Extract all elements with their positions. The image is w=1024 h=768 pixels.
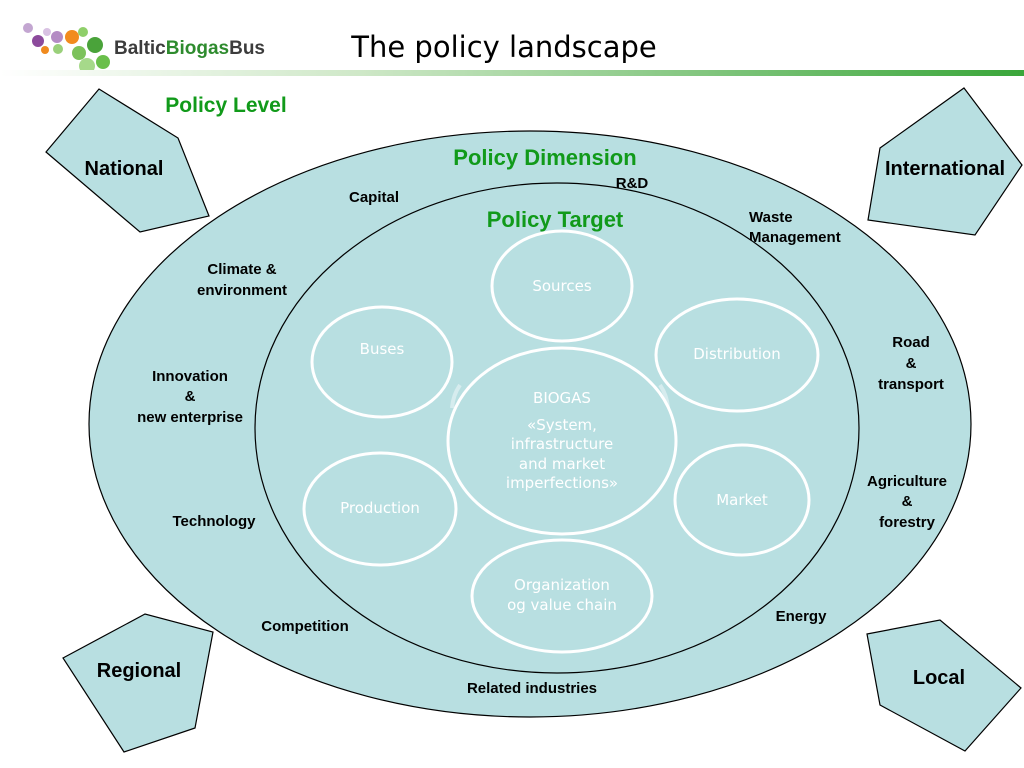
label-organization-line1: Organization — [514, 576, 610, 594]
circle-organization — [470, 538, 654, 654]
corner-international: International — [867, 87, 1023, 236]
baltic-biogas-bus-logo: BalticBiogasBus — [23, 23, 265, 74]
dimension-items: R&D Capital Waste Management Climate & e… — [137, 175, 947, 697]
policy-level-label: Policy Level — [165, 94, 286, 117]
national-pentagon — [45, 88, 210, 233]
dimension-road-line1: Road — [892, 334, 930, 351]
circle-biogas-center — [446, 346, 678, 536]
logo-word-baltic: Baltic — [114, 38, 166, 59]
dimension-climate-line1: Climate & — [207, 261, 276, 278]
label-production: Production — [340, 499, 420, 517]
policy-target-label: Policy Target — [487, 207, 624, 232]
dimension-agriculture-line3: forestry — [879, 514, 936, 531]
dimension-innovation-line2: & — [185, 388, 196, 405]
international-pentagon — [867, 87, 1023, 236]
dimension-related-industries: Related industries — [467, 680, 597, 697]
corner-national: National — [45, 88, 210, 233]
label-center-line4: and market — [519, 455, 605, 473]
logo-word-biogas: Biogas — [166, 38, 229, 59]
dimension-competition: Competition — [261, 618, 349, 635]
regional-label: Regional — [97, 660, 181, 682]
svg-text:BalticBiogasBus: BalticBiogasBus — [114, 38, 265, 59]
label-market: Market — [716, 491, 768, 509]
circle-buses — [310, 305, 454, 419]
label-distribution: Distribution — [693, 345, 781, 363]
target-circles — [302, 229, 820, 654]
cycle-arrow-left-upper — [450, 383, 462, 409]
circle-distribution — [654, 297, 820, 413]
page-title: The policy landscape — [350, 30, 656, 64]
dimension-climate-line2: environment — [197, 282, 287, 299]
label-center-line3: infrastructure — [511, 435, 613, 453]
dimension-agriculture-line1: Agriculture — [867, 473, 947, 490]
corner-local: Local — [866, 619, 1022, 752]
local-pentagon — [866, 619, 1022, 752]
target-circle-labels: Sources Buses Distribution Production Ma… — [340, 277, 781, 614]
dimension-technology: Technology — [172, 513, 256, 530]
national-label: National — [85, 158, 164, 180]
circle-sources — [490, 229, 634, 343]
dimension-waste-line2: Management — [749, 229, 841, 246]
label-organization-line2: og value chain — [507, 596, 617, 614]
label-sources: Sources — [532, 277, 592, 295]
dimension-road-line2: & — [906, 355, 917, 372]
corner-regional: Regional — [62, 613, 214, 753]
dimension-agriculture-line2: & — [902, 493, 913, 510]
dimension-innovation-line1: Innovation — [152, 368, 228, 385]
label-buses: Buses — [360, 340, 405, 358]
dimension-road-line3: transport — [878, 376, 944, 393]
policy-dimension-label: Policy Dimension — [453, 145, 636, 170]
regional-pentagon — [62, 613, 214, 753]
dimension-capital: Capital — [349, 189, 399, 206]
circle-market — [673, 443, 811, 557]
dimension-waste-line1: Waste — [749, 209, 793, 226]
dimension-rd: R&D — [616, 175, 649, 192]
circle-production — [302, 451, 458, 567]
dimension-energy: Energy — [776, 608, 828, 625]
dimension-innovation-line3: new enterprise — [137, 409, 243, 426]
local-label: Local — [913, 667, 965, 689]
label-center-line2: «System, — [527, 416, 597, 434]
international-label: International — [885, 158, 1005, 180]
label-center-line5: imperfections» — [506, 474, 618, 492]
header-divider — [0, 70, 1024, 76]
label-center-line1: BIOGAS — [533, 389, 591, 407]
logo-word-bus: Bus — [229, 38, 265, 59]
